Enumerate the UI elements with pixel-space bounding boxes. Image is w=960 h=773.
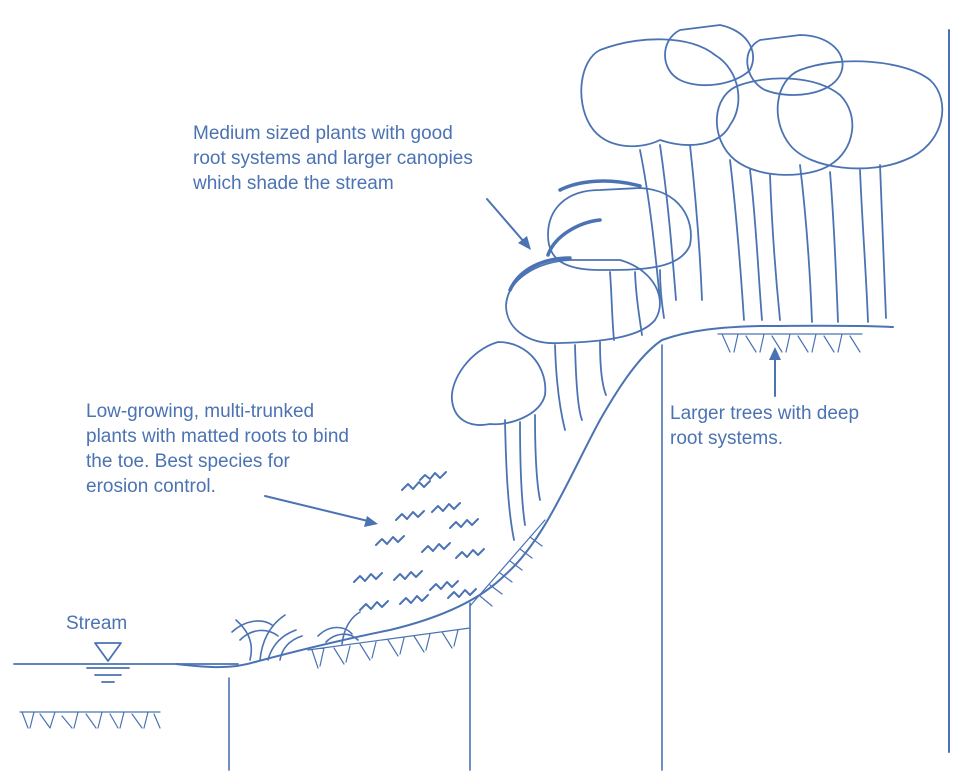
water-surface [14,643,238,682]
larger-trees-label: Larger trees with deep root systems. [670,401,859,451]
larger-trees-line-2: root systems. [670,426,859,451]
low-plants-line-1: Low-growing, multi-trunked [86,399,349,424]
medium-plants-label: Medium sized plants with good root syste… [193,121,473,196]
stream-edge-grass [232,612,360,660]
water-level-triangle-icon [95,643,121,661]
medium-arrow [487,199,525,243]
larger-arrowhead-icon [769,347,781,360]
larger-trees-line-1: Larger trees with deep [670,401,859,426]
medium-plants-line-1: Medium sized plants with good [193,121,473,146]
low-plants-line-2: plants with matted roots to bind [86,424,349,449]
low-plants-line-4: erosion control. [86,474,349,499]
medium-plants-line-2: root systems and larger canopies [193,146,473,171]
medium-plants-line-3: which shade the stream [193,171,473,196]
low-arrowhead-icon [364,516,378,527]
low-plants-label: Low-growing, multi-trunked plants with m… [86,399,349,499]
medium-trees [452,181,691,540]
stream-label: Stream [66,611,127,636]
stream-label-text: Stream [66,611,127,636]
soil-hatching [20,334,862,728]
low-plants-line-3: the toe. Best species for [86,449,349,474]
low-shrubs [354,472,484,610]
low-arrow [265,496,368,521]
